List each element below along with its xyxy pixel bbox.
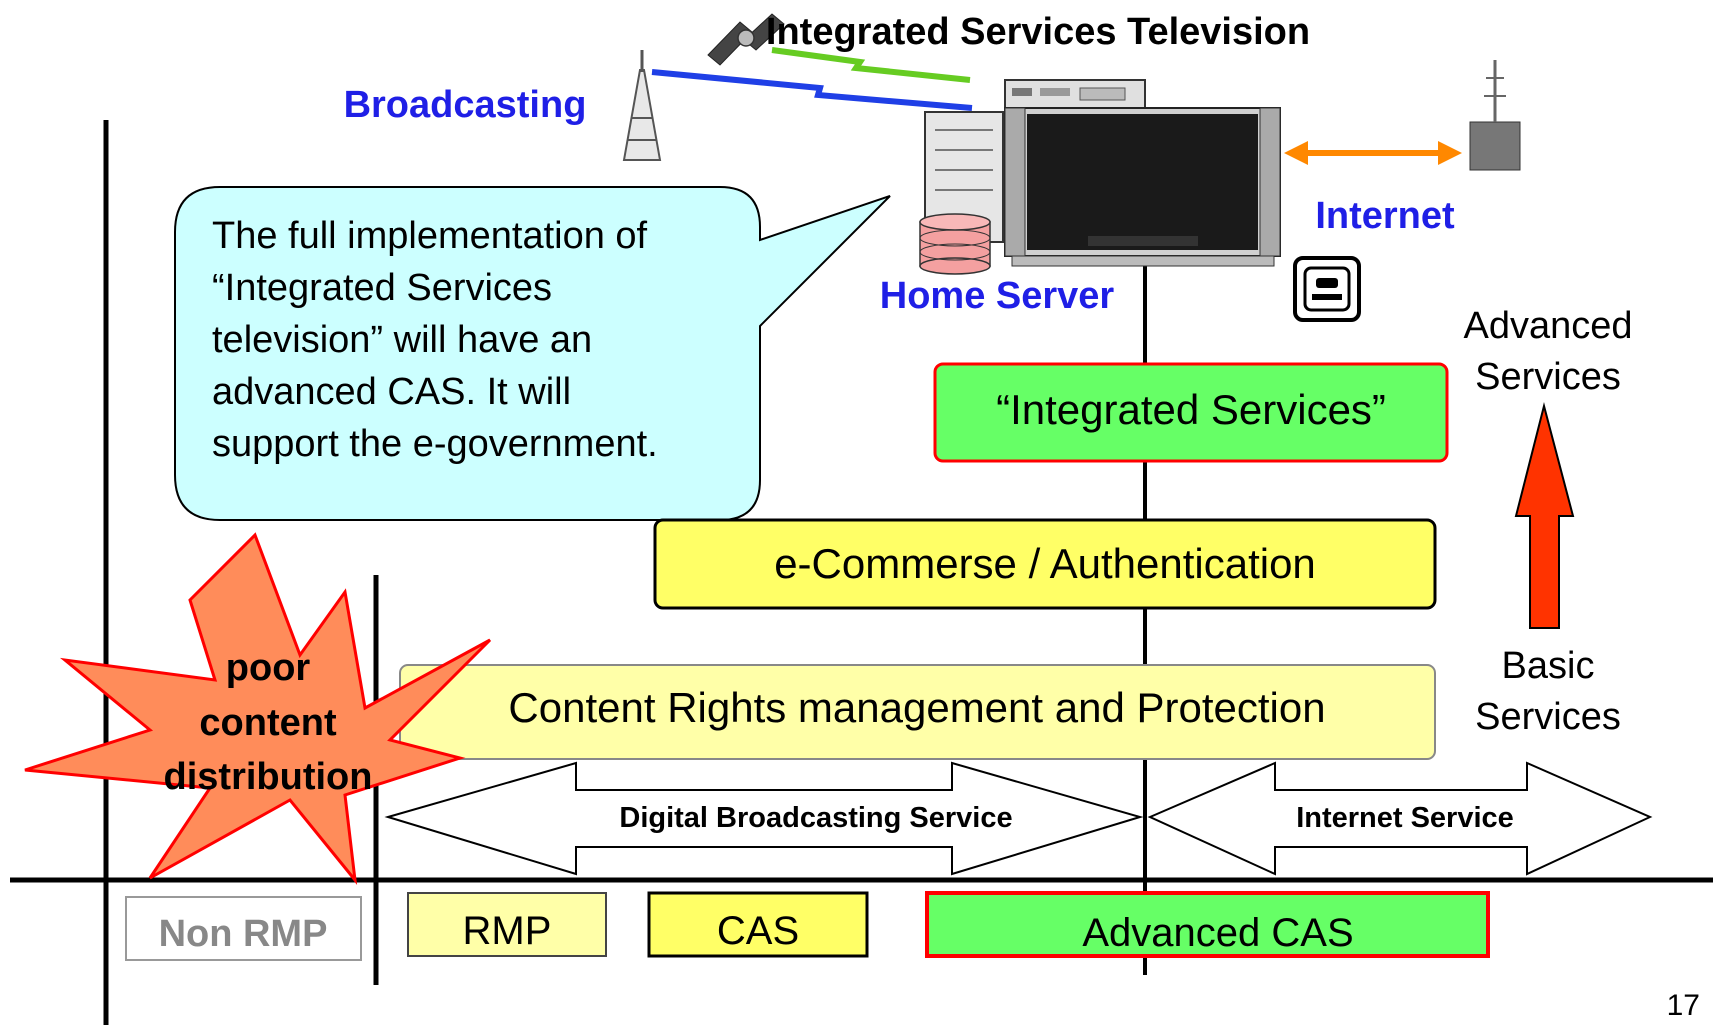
basic-services-label-1: Basic (1502, 645, 1595, 687)
smart-card-icon (1293, 256, 1361, 322)
internet-service-label: Internet Service (1296, 802, 1514, 834)
television-icon (1004, 107, 1281, 267)
broadcast-tower-icon (622, 50, 662, 161)
broadcasting-label: Broadcasting (344, 84, 587, 126)
non-rmp-box (125, 896, 362, 961)
ecommerce-label: e-Commerse / Authentication (774, 540, 1316, 587)
content-rights-label: Content Rights management and Protection (508, 684, 1325, 731)
basic-services-label-2: Services (1475, 696, 1621, 738)
integrated-services-box (933, 362, 1449, 463)
title-label: Integrated Services Television (766, 11, 1310, 53)
internet-label: Internet (1315, 195, 1455, 237)
internet-antenna-icon (1469, 60, 1521, 171)
non-rmp-label: Non RMP (159, 913, 328, 955)
callout-line-3: television” will have an (212, 319, 592, 361)
satellite-beam-green (771, 47, 971, 83)
advanced-services-label-1: Advanced (1463, 305, 1632, 347)
tower-beam-blue (651, 69, 973, 111)
callout-line-1: The full implementation of (212, 215, 648, 257)
callout-line-2: “Integrated Services (212, 267, 552, 309)
page-number: 17 (1667, 989, 1700, 1022)
advanced-services-label-2: Services (1475, 356, 1621, 398)
burst-line-3: distribution (164, 756, 373, 798)
upgrade-arrow (1514, 402, 1575, 629)
burst-line-2: content (199, 702, 337, 744)
callout-line-5: support the e-government. (212, 423, 658, 465)
cas-label: CAS (717, 909, 799, 953)
digital-broadcasting-label: Digital Broadcasting Service (619, 802, 1012, 834)
poor-distribution-burst (24, 532, 492, 885)
home-server-label: Home Server (880, 275, 1115, 317)
digital-broadcasting-arrow (384, 761, 1144, 876)
advanced-cas-box (925, 891, 1490, 958)
internet-link-arrow (1284, 141, 1462, 165)
integrated-services-label: “Integrated Services” (996, 386, 1386, 433)
internet-service-arrow (1147, 761, 1653, 876)
satellite-icon (707, 13, 785, 66)
cas-box (647, 891, 869, 958)
callout-line-4: advanced CAS. It will (212, 371, 571, 413)
burst-line-1: poor (226, 647, 311, 689)
ecommerce-box (653, 518, 1437, 610)
rmp-box (407, 892, 607, 957)
advanced-cas-label: Advanced CAS (1082, 911, 1353, 955)
database-disk-icon (919, 213, 991, 275)
rmp-label: RMP (463, 909, 552, 953)
set-top-box-icon (1004, 79, 1146, 109)
